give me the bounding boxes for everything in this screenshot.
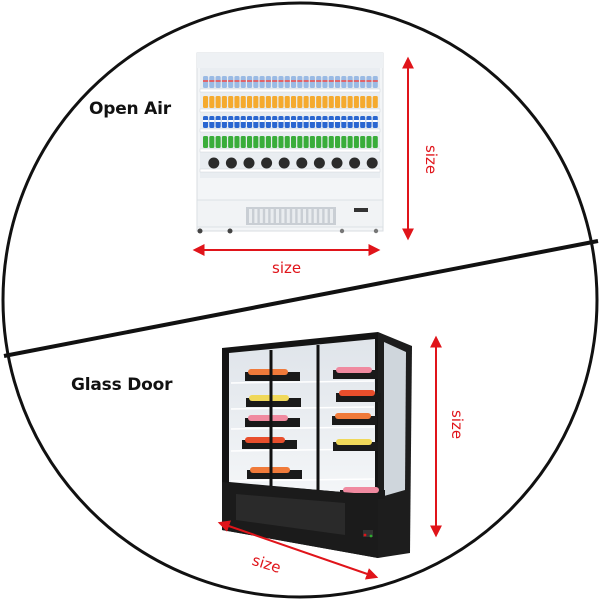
- open-air-shelf-row: [199, 157, 381, 173]
- open-air-shelf-row: [199, 116, 381, 133]
- open-air-height-label: size: [422, 145, 440, 175]
- glass-door-tray: [332, 413, 377, 425]
- glass-door-tray: [336, 390, 381, 402]
- open-air-width-label: size: [272, 259, 302, 277]
- section-divider-line: [3, 239, 599, 358]
- open-air-label: Open Air: [89, 99, 171, 119]
- open-air-shelf-row: [199, 76, 381, 93]
- glass-door-tray: [333, 439, 378, 451]
- glass-door-label: Glass Door: [71, 375, 173, 395]
- open-air-shelf-row: [199, 96, 381, 113]
- glass-door-width-arrow: [217, 520, 379, 580]
- glass-door-height-label: size: [448, 410, 466, 440]
- glass-door-fridge-illustration: [222, 332, 412, 558]
- glass-door-tray: [230, 395, 375, 410]
- open-air-shelf-row: [199, 136, 381, 153]
- glass-door-tray: [333, 367, 378, 379]
- open-air-fridge-illustration: [196, 52, 384, 234]
